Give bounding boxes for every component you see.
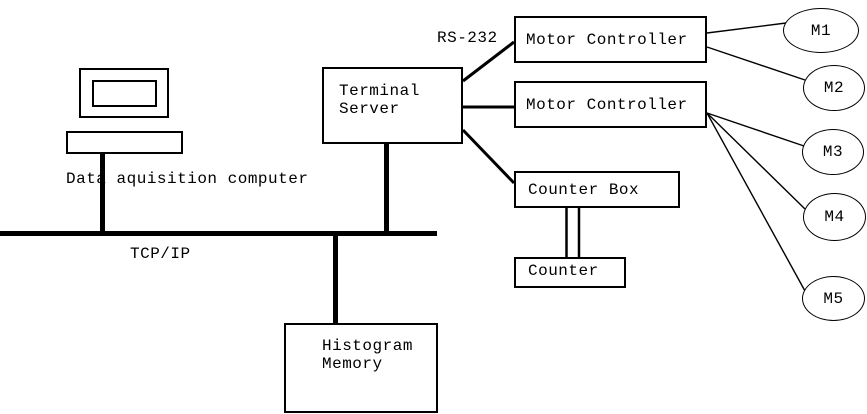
terminal-server-node: Terminal Server	[322, 67, 463, 144]
tcpip-bus-label: TCP/IP	[130, 245, 191, 263]
motor-m5-node: M5	[802, 276, 865, 321]
motor-m4-label: M4	[824, 208, 845, 226]
counter-node: Counter	[514, 257, 626, 288]
counter-box-label: Counter Box	[528, 180, 640, 199]
ts-to-counter-box-line	[461, 128, 516, 185]
ts-to-motor-controller-1-line	[462, 40, 515, 83]
mc2-to-m3-line	[706, 112, 805, 147]
motor-m5-label: M5	[823, 289, 844, 308]
mc1-to-m1-line	[706, 22, 787, 34]
histogram-memory-node: Histogram Memory	[284, 323, 438, 413]
mc2-to-m4-line	[706, 112, 806, 210]
motor-controller-2-label: Motor Controller	[526, 95, 688, 114]
computer-screen-icon	[92, 80, 157, 107]
motor-controller-1-node: Motor Controller	[514, 16, 707, 63]
motor-m2-label: M2	[823, 79, 845, 97]
motor-controller-2-node: Motor Controller	[514, 81, 707, 128]
motor-m1-label: M1	[810, 21, 832, 40]
mc2-to-m5-line	[706, 112, 806, 292]
motor-m3-label: M3	[822, 143, 844, 161]
histogram-memory-label-line1: Histogram	[322, 337, 413, 355]
motor-m3-node: M3	[802, 129, 864, 175]
computer-keyboard-icon	[66, 131, 183, 154]
rs232-link-label: RS-232	[437, 29, 498, 47]
mc1-to-m2-line	[706, 46, 806, 81]
counter-label: Counter	[528, 262, 599, 280]
data-acquisition-computer-label: Data aquisition computer	[66, 170, 309, 188]
motor-m4-node: M4	[803, 193, 866, 241]
counter-box-node: Counter Box	[514, 171, 680, 208]
histogram-memory-label-line2: Memory	[322, 355, 383, 373]
motor-m2-node: M2	[803, 65, 865, 111]
motor-controller-1-label: Motor Controller	[526, 30, 688, 49]
computer-monitor-icon	[79, 68, 169, 118]
motor-m1-node: M1	[783, 8, 859, 53]
terminal-server-label-line1: Terminal	[339, 82, 420, 100]
terminal-server-label-line2: Server	[339, 100, 400, 118]
